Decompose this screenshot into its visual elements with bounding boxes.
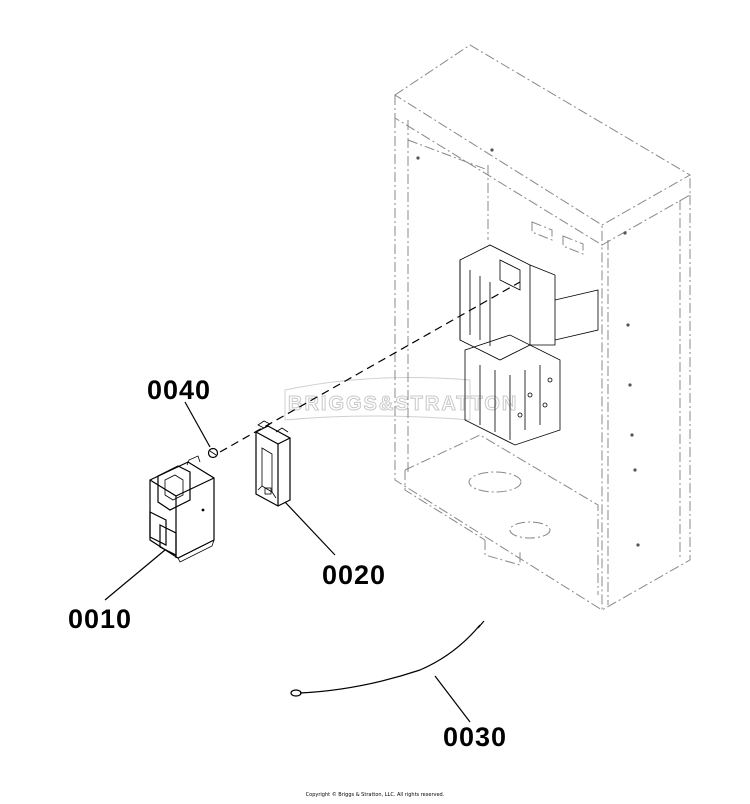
callout-0040: 0040 [147, 375, 211, 405]
enclosure-icon [394, 44, 691, 611]
assembly-line [219, 281, 521, 453]
callout-0010: 0010 [68, 604, 132, 634]
callout-0030: 0030 [443, 722, 507, 752]
mounting-bracket-icon [255, 420, 291, 507]
callout-0020: 0020 [322, 560, 386, 590]
watermark-text: BRIGGS&STRATTON [288, 393, 518, 415]
installed-breaker-panel [459, 244, 599, 446]
leader-lines [104, 401, 471, 723]
ground-wire-icon [290, 620, 485, 697]
brand-watermark: BRIGGS&STRATTON [284, 377, 518, 421]
screw-icon [207, 447, 219, 459]
copyright-notice: Copyright © Briggs & Stratton, LLC. All … [305, 792, 445, 798]
circuit-breaker-icon [149, 455, 215, 563]
